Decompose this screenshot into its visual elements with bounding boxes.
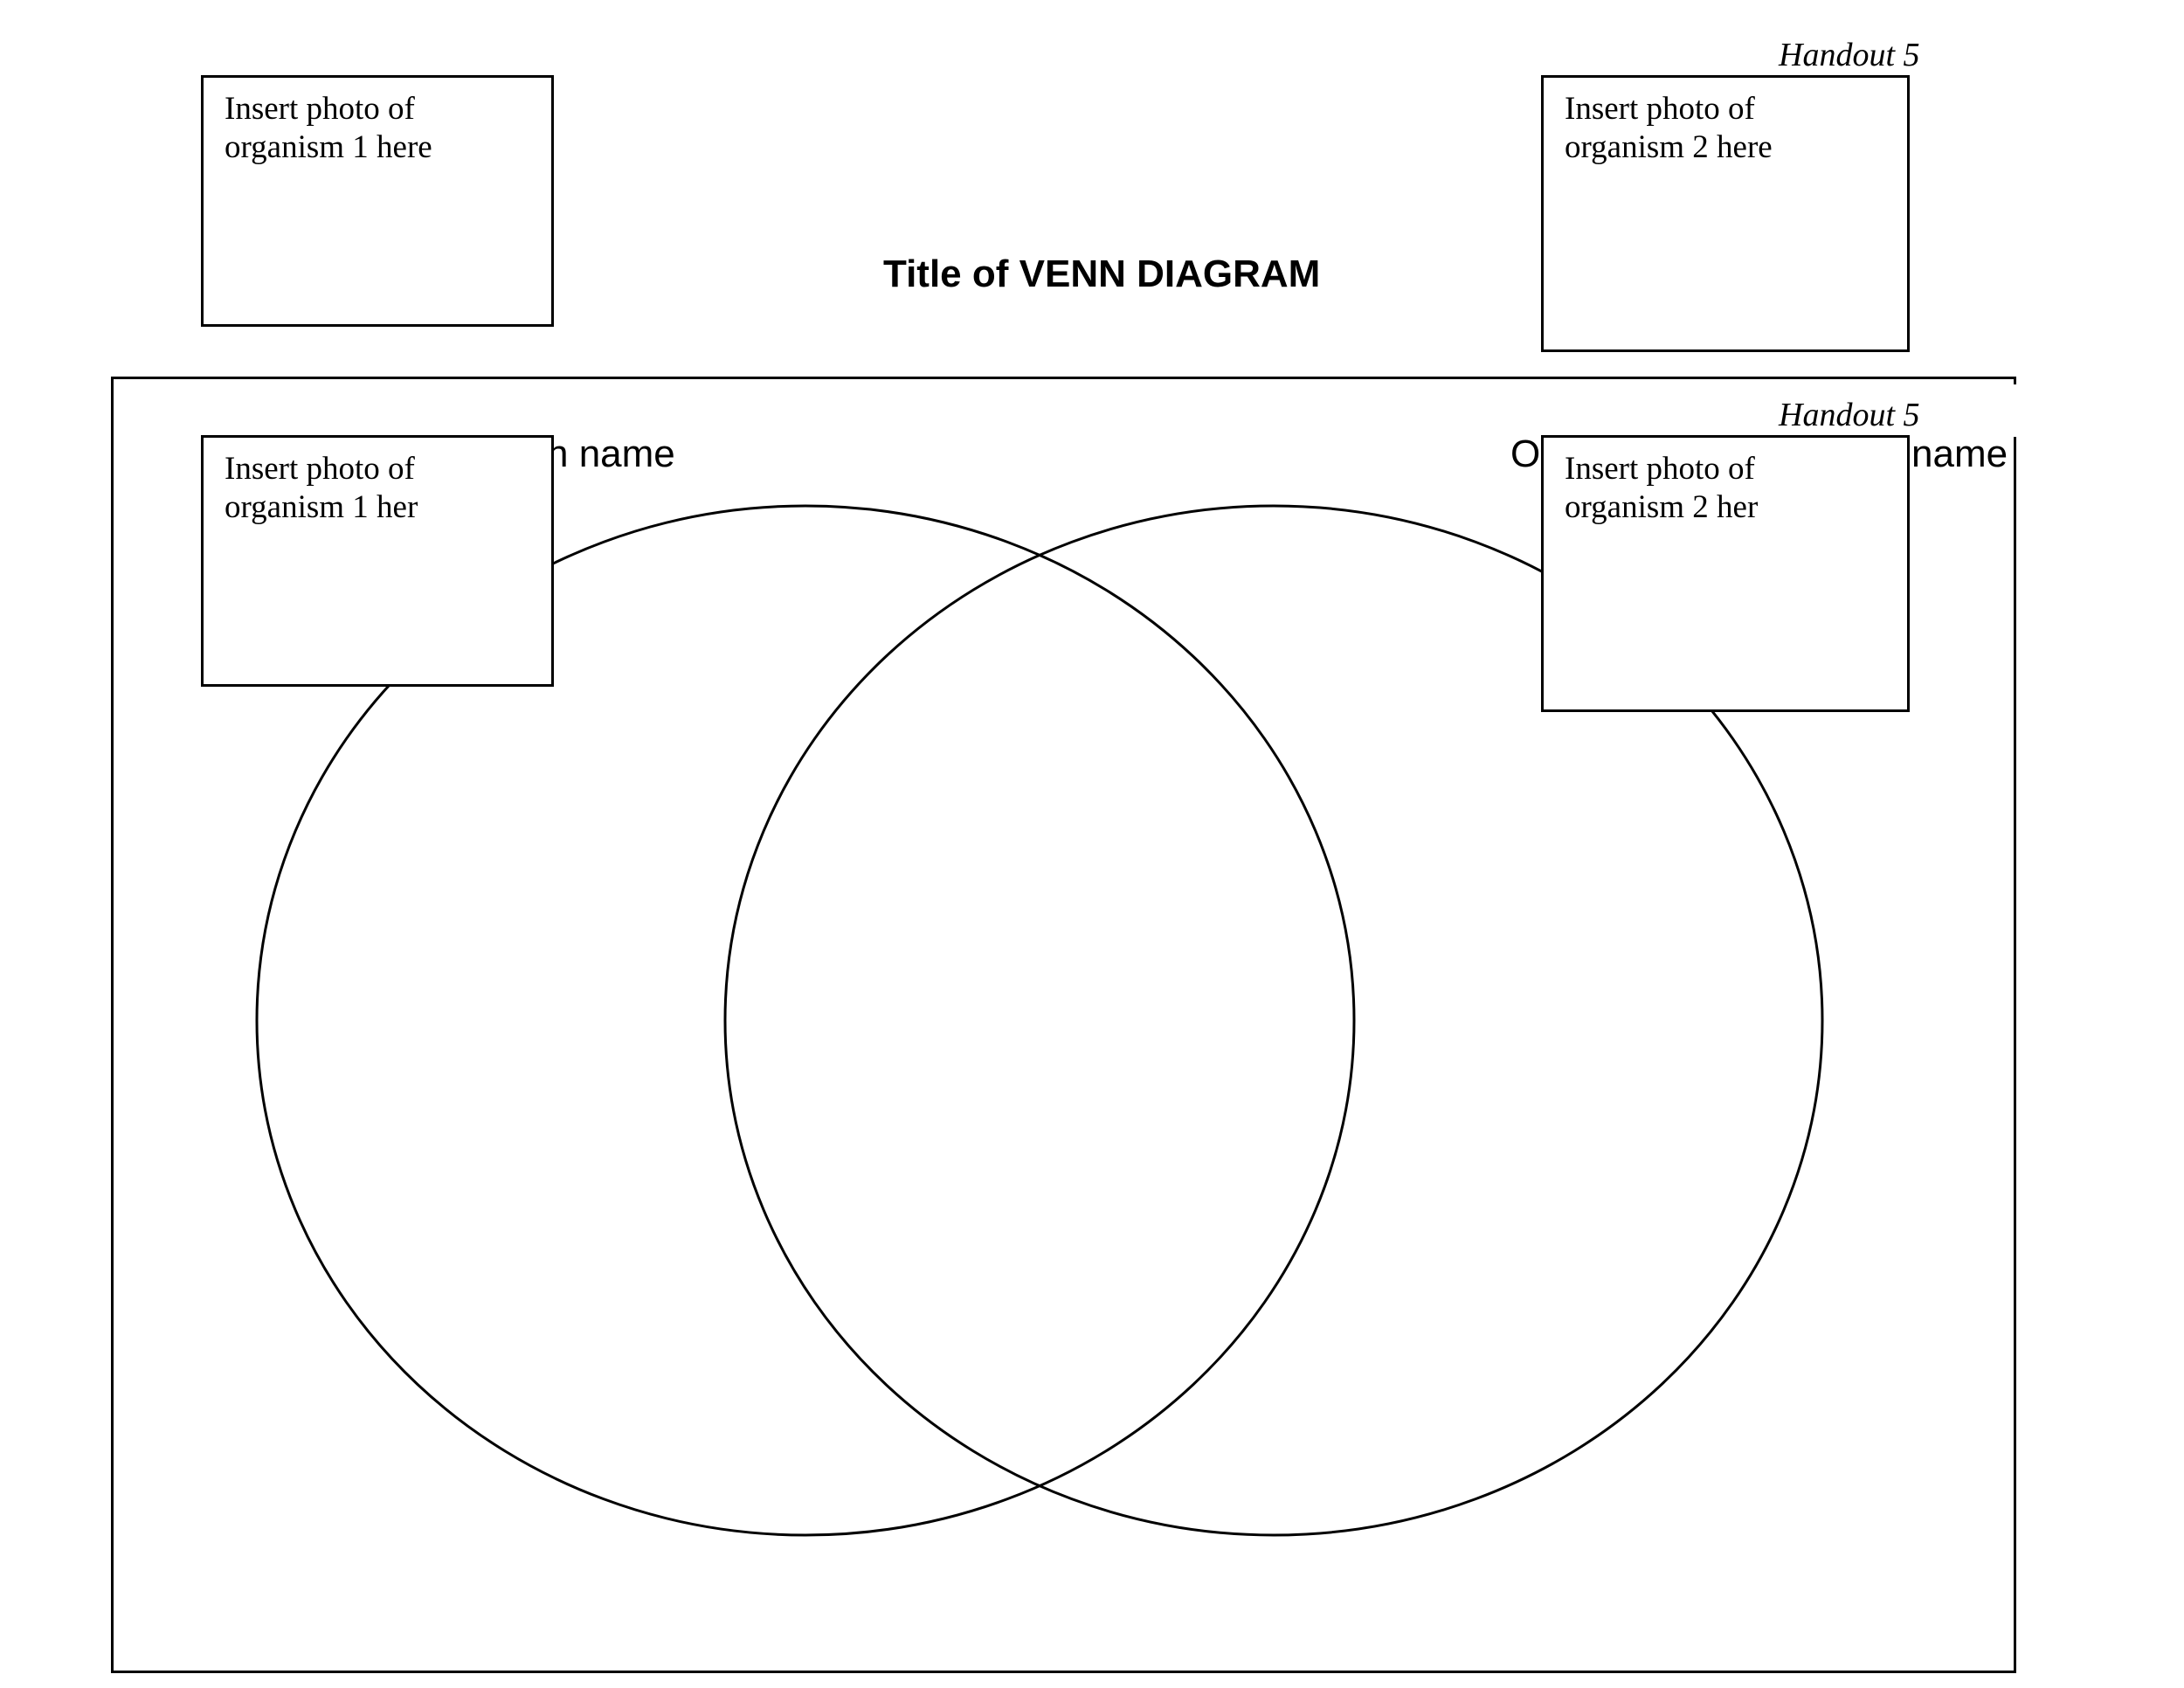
photo-box-1-line-1: Insert photo of bbox=[225, 91, 415, 127]
handout-label-overlay: Handout 5 bbox=[1779, 397, 1920, 433]
organism-1-name-label: n name bbox=[547, 432, 675, 475]
photo-box-organism-2-overlay[interactable]: Insert photo of organism 2 her bbox=[1541, 435, 1910, 712]
photo-box-1-overlay-line-2: organism 1 her bbox=[225, 489, 418, 525]
venn-frame bbox=[111, 377, 2016, 1673]
photo-box-2-overlay-line-1: Insert photo of bbox=[1565, 451, 1755, 487]
photo-box-organism-2[interactable]: Insert photo of organism 2 here bbox=[1541, 75, 1910, 352]
venn-circle-left bbox=[255, 504, 1356, 1537]
photo-box-organism-1[interactable]: Insert photo of organism 1 here bbox=[201, 75, 554, 327]
photo-box-2-line-1: Insert photo of bbox=[1565, 91, 1755, 127]
photo-box-1-overlay-line-1: Insert photo of bbox=[225, 451, 415, 487]
photo-box-1-line-2: organism 1 here bbox=[225, 129, 432, 165]
diagram-title: Title of VENN DIAGRAM bbox=[883, 253, 1321, 295]
photo-box-organism-1-overlay[interactable]: Insert photo of organism 1 her bbox=[201, 435, 554, 687]
photo-box-2-line-2: organism 2 here bbox=[1565, 129, 1773, 165]
venn-circle-right bbox=[723, 504, 1824, 1537]
photo-box-2-overlay-line-2: organism 2 her bbox=[1565, 489, 1759, 525]
handout-label-top: Handout 5 bbox=[1779, 37, 1920, 73]
handout-label-backdrop bbox=[1756, 395, 2018, 433]
organism-2-name-label-right: name bbox=[1911, 432, 2008, 475]
organism-2-name-label-left: O bbox=[1510, 432, 1541, 475]
